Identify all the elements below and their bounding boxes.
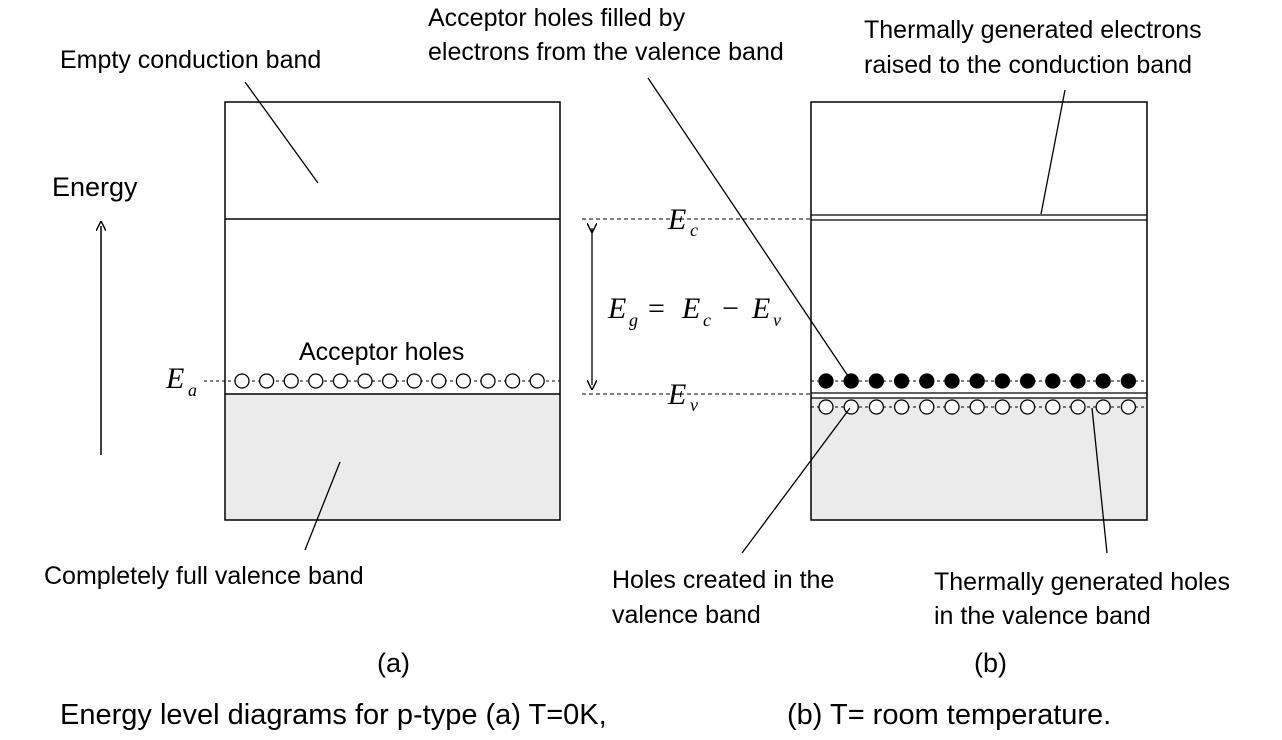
acceptor-hole <box>381 373 398 389</box>
thermal-hole <box>1120 399 1137 415</box>
thermal-hole <box>893 399 910 415</box>
thermal-hole <box>1019 399 1036 415</box>
svg-text:E: E <box>607 292 626 325</box>
thermal-hole <box>969 399 985 415</box>
thermal-hole <box>1045 399 1061 415</box>
leader-holes-created <box>741 407 851 554</box>
filled-electron <box>1070 373 1086 389</box>
acceptor-hole <box>480 373 496 389</box>
filled-electron <box>818 373 834 389</box>
leader-full-valence <box>304 461 341 551</box>
thermal-holes-row-b <box>818 399 1137 415</box>
label-thermal-holes-line1: Thermally generated holes <box>934 568 1230 596</box>
filled-electron <box>969 373 985 389</box>
band-box-a <box>224 101 561 521</box>
thermal-hole <box>868 399 885 415</box>
thermal-hole <box>919 399 935 415</box>
panel-b <box>810 101 1148 521</box>
label-holes-created-line2: valence band <box>612 601 761 629</box>
symbol-ec: E c <box>667 203 698 240</box>
label-thermal-electrons-line2: raised to the conduction band <box>864 51 1192 79</box>
acceptor-hole <box>357 373 373 389</box>
acceptor-hole <box>431 373 447 389</box>
acceptor-hole <box>406 373 422 389</box>
filled-electron <box>994 373 1011 389</box>
leader-empty-conduction <box>244 81 319 184</box>
label-acceptor-filled-line2: electrons from the valence band <box>428 38 784 66</box>
label-thermal-holes-line2: in the valence band <box>934 602 1151 630</box>
svg-text:E: E <box>681 292 700 325</box>
acceptor-holes-row-a <box>234 373 545 389</box>
acceptor-hole <box>529 373 545 389</box>
svg-text:−: − <box>722 292 739 325</box>
thermal-hole <box>944 399 960 415</box>
filled-electron <box>944 373 960 389</box>
thermal-hole <box>1095 399 1111 415</box>
acceptor-hole <box>455 373 472 389</box>
filled-electron <box>843 373 859 389</box>
valence-band-fill-a <box>225 394 560 520</box>
label-panel-a: (a) <box>377 648 410 678</box>
filled-electron <box>1095 373 1111 389</box>
svg-text:E: E <box>751 292 770 325</box>
leader-thermal-electrons <box>1040 89 1066 215</box>
svg-text:E: E <box>165 362 184 395</box>
thermal-hole <box>818 399 834 415</box>
acceptor-hole <box>258 373 275 389</box>
svg-text:c: c <box>703 310 711 330</box>
filled-electron <box>1045 373 1061 389</box>
label-panel-b: (b) <box>974 648 1007 678</box>
label-acceptor-filled-line1: Acceptor holes filled by <box>428 4 686 32</box>
leader-acceptor-filled <box>647 77 849 377</box>
svg-text:a: a <box>188 380 197 400</box>
svg-text:v: v <box>773 310 781 330</box>
filled-electron <box>868 373 885 389</box>
band-box-b <box>810 101 1148 521</box>
svg-text:v: v <box>690 395 698 415</box>
filled-electron <box>919 373 935 389</box>
acceptor-hole <box>332 373 349 389</box>
thermal-hole <box>994 399 1011 415</box>
acceptor-hole <box>504 373 521 389</box>
filled-electrons-row-b <box>818 373 1137 389</box>
label-acceptor-holes: Acceptor holes <box>299 338 464 366</box>
symbol-ev: E v <box>667 378 698 415</box>
svg-text:c: c <box>690 220 698 240</box>
label-empty-conduction-band: Empty conduction band <box>60 46 321 74</box>
caption-part-b: (b) T= room temperature. <box>787 699 1111 731</box>
label-thermal-electrons-line1: Thermally generated electrons <box>864 16 1202 44</box>
svg-text:g: g <box>629 310 638 330</box>
label-full-valence-band: Completely full valence band <box>44 562 364 590</box>
caption-part-a: Energy level diagrams for p-type (a) T=0… <box>60 699 607 731</box>
leader-thermal-holes <box>1091 407 1108 554</box>
acceptor-hole <box>234 373 250 389</box>
panel-a <box>204 101 561 521</box>
filled-electron <box>1120 373 1137 389</box>
thermal-hole <box>1070 399 1086 415</box>
svg-text:E: E <box>667 203 686 236</box>
valence-band-fill-b <box>811 398 1147 520</box>
label-energy-axis: Energy <box>52 172 138 202</box>
equation-band-gap: E g = E c − E v <box>607 292 781 330</box>
symbol-ea: E a <box>165 362 197 400</box>
svg-text:=: = <box>648 292 665 325</box>
acceptor-hole <box>308 373 324 389</box>
acceptor-hole <box>283 373 299 389</box>
filled-electron <box>1019 373 1036 389</box>
filled-electron <box>893 373 910 389</box>
svg-text:E: E <box>667 378 686 411</box>
label-holes-created-line1: Holes created in the <box>612 566 834 594</box>
